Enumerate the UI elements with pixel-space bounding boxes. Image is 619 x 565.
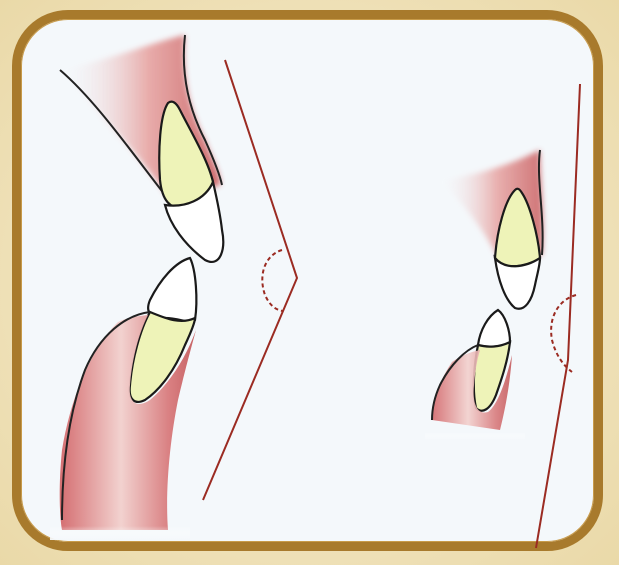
lower-incisor-tip-right: [478, 310, 510, 347]
profile-line-right: [536, 84, 580, 548]
angle-arc-right: [551, 295, 576, 372]
angle-arc-left: [262, 250, 283, 311]
lower-fade-left: [50, 470, 190, 540]
lower-fade-right: [425, 400, 525, 440]
upper-incisor-tip-right: [495, 258, 540, 309]
right-profile: [425, 84, 580, 548]
left-profile: [50, 35, 297, 540]
profile-line-left: [203, 60, 297, 500]
lower-incisor-tip-left: [148, 258, 196, 322]
